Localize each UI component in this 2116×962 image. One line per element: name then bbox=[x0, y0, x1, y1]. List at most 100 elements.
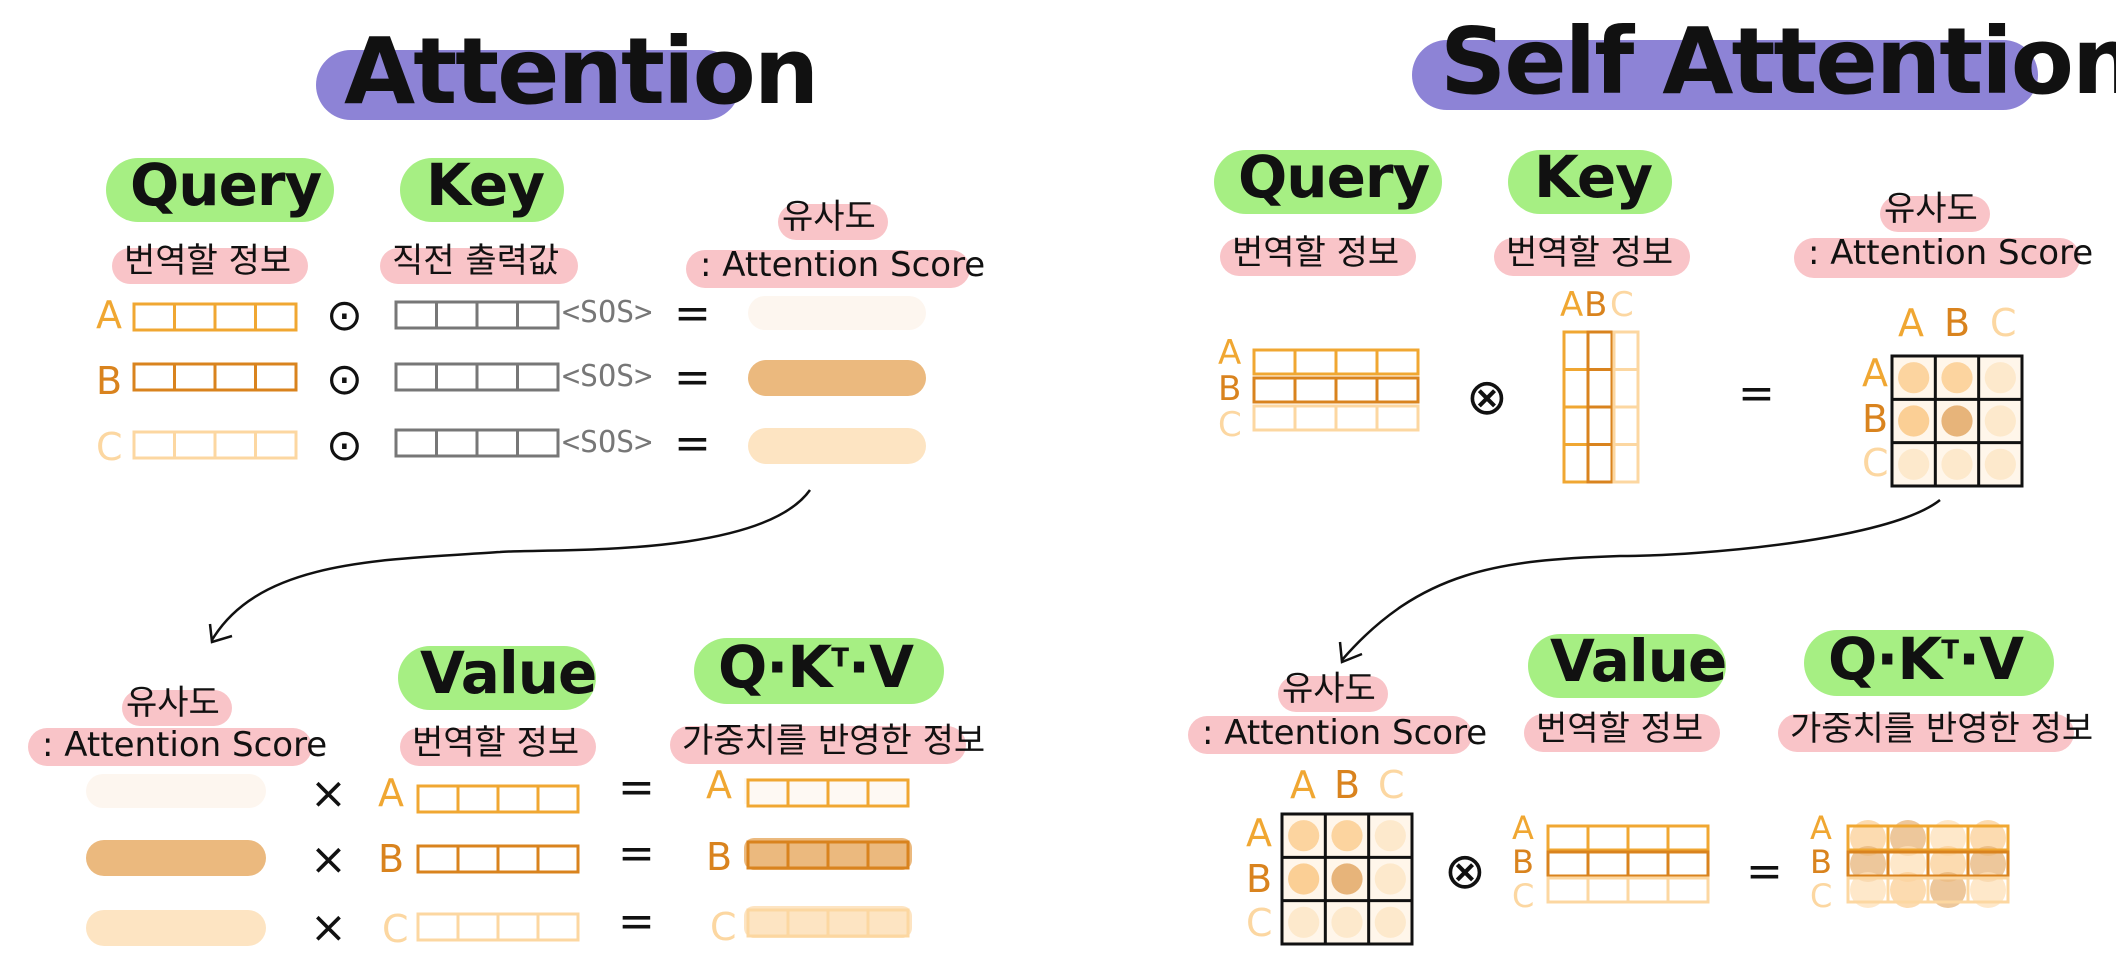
br-o-row-b: B bbox=[1810, 843, 1832, 881]
br-s-row-c: C bbox=[1246, 901, 1273, 945]
row-b-score-bar bbox=[748, 360, 926, 396]
bl-row-c-eq: = bbox=[618, 896, 655, 947]
row-c-sos-token: <SOS> bbox=[562, 425, 653, 460]
bl-qkv-highlight bbox=[694, 638, 944, 704]
sa-score-matrix-dot bbox=[1941, 405, 1973, 437]
sa-key-sub: 번역할 정보 bbox=[1506, 233, 1674, 273]
br-qkv-main: Q·K bbox=[1828, 625, 1942, 693]
br-v-row-b: B bbox=[1512, 843, 1534, 881]
bl-qkv-sub-highlight bbox=[670, 726, 966, 764]
sa-tensor-op: ⊗ bbox=[1466, 368, 1508, 426]
arrow-curve-right bbox=[1341, 499, 1941, 661]
bl-score-sub: : Attention Score bbox=[42, 725, 328, 765]
sa-score-top: 유사도 bbox=[1884, 189, 1978, 229]
sa-query-sub-highlight bbox=[1220, 238, 1416, 276]
row-a-equals: = bbox=[674, 288, 711, 339]
br-output-dot bbox=[1850, 820, 1886, 856]
score-sub: : Attention Score bbox=[700, 245, 986, 285]
br-qkv-highlight bbox=[1804, 630, 2054, 696]
br-qkv-sub-highlight bbox=[1778, 714, 2074, 752]
br-output-dot bbox=[1970, 846, 2006, 882]
row-b-hadamard-op: ⊙ bbox=[326, 354, 363, 405]
br-score-sub: : Attention Score bbox=[1202, 713, 1488, 753]
br-v-row-a: A bbox=[1512, 809, 1534, 847]
br-score-matrix-dot bbox=[1288, 863, 1320, 895]
br-value-highlight bbox=[1528, 634, 1726, 698]
sa-score-matrix-dot bbox=[1984, 405, 2016, 437]
sa-s-col-a: A bbox=[1898, 301, 1924, 345]
bl-score-bar-b bbox=[86, 840, 266, 876]
self-attention-title-highlight bbox=[1412, 40, 2038, 110]
bl-qkv-tail: ·V bbox=[848, 633, 914, 701]
row-a-hadamard-op: ⊙ bbox=[326, 290, 363, 341]
score-top-highlight bbox=[778, 204, 888, 240]
sa-score-sub: : Attention Score bbox=[1808, 233, 2094, 273]
sa-k-col-c: C bbox=[1610, 285, 1634, 325]
bl-score-bar-a bbox=[86, 774, 266, 808]
key-highlight bbox=[400, 158, 564, 222]
sa-q-row-c: C bbox=[1218, 405, 1242, 445]
weighted-a-fill bbox=[744, 778, 908, 804]
br-score-matrix-dot bbox=[1288, 820, 1320, 852]
sa-s-col-c: C bbox=[1990, 301, 2017, 345]
sa-q-row-b: B bbox=[1218, 369, 1242, 409]
br-s-row-a: A bbox=[1246, 811, 1272, 855]
bl-row-b-label: B bbox=[378, 837, 405, 881]
br-o-row-c: C bbox=[1810, 877, 1833, 915]
sa-s-row-c: C bbox=[1862, 441, 1889, 485]
attention-title: Attention bbox=[344, 18, 819, 125]
bl-score-bar-c bbox=[86, 910, 266, 946]
bl-row-b-eq: = bbox=[618, 828, 655, 879]
bl-score-top-highlight bbox=[122, 690, 232, 726]
bl-qkv-main: Q·K bbox=[718, 633, 832, 701]
score-top: 유사도 bbox=[782, 197, 876, 237]
bl-value-sub-highlight bbox=[400, 728, 596, 766]
br-output-dot bbox=[1850, 872, 1886, 908]
bl-value-highlight bbox=[398, 646, 596, 710]
br-score-matrix-dot bbox=[1374, 820, 1406, 852]
key-sub: 직전 출력값 bbox=[392, 241, 560, 281]
row-a-score-bar bbox=[748, 296, 926, 330]
br-score-sub-highlight bbox=[1188, 716, 1472, 754]
br-output-dot bbox=[1930, 872, 1966, 908]
bl-out-a-label: A bbox=[706, 763, 732, 807]
attention-title-highlight bbox=[316, 50, 740, 120]
sa-s-row-a: A bbox=[1862, 351, 1888, 395]
br-score-matrix-dot bbox=[1374, 863, 1406, 895]
br-equals: = bbox=[1746, 846, 1783, 897]
bl-row-a-eq: = bbox=[618, 762, 655, 813]
br-value-sub: 번역할 정보 bbox=[1536, 709, 1704, 749]
sa-score-matrix-dot bbox=[1898, 448, 1930, 480]
br-tensor-op: ⊗ bbox=[1444, 842, 1486, 900]
key-label: Key bbox=[426, 151, 545, 219]
sa-key-highlight bbox=[1508, 150, 1672, 214]
arrow-head-left bbox=[208, 623, 233, 644]
self-attention-title: Self Attention bbox=[1440, 8, 2116, 115]
br-output-dot bbox=[1890, 846, 1926, 882]
sa-query-highlight bbox=[1214, 150, 1442, 214]
score-sub-highlight bbox=[686, 250, 970, 288]
br-score-matrix-dot bbox=[1374, 906, 1406, 938]
bl-row-b-mul: × bbox=[310, 834, 347, 885]
br-output-dot bbox=[1930, 846, 1966, 882]
bl-score-sub-highlight bbox=[28, 728, 312, 766]
sa-score-matrix-dot bbox=[1941, 362, 1973, 394]
sa-q-row-a: A bbox=[1218, 333, 1242, 373]
br-score-matrix-dot bbox=[1331, 820, 1363, 852]
arrow-curve-left bbox=[210, 489, 812, 641]
br-score-matrix-dot bbox=[1288, 906, 1320, 938]
query-sub-highlight bbox=[112, 248, 308, 284]
row-c-label: C bbox=[96, 425, 123, 469]
bl-qkv-sub: 가중치를 반영한 정보 bbox=[682, 721, 986, 761]
br-score-top-highlight bbox=[1278, 676, 1388, 712]
bl-qkv-label: Q·KT·V bbox=[718, 638, 914, 696]
br-qkv-sup: T bbox=[1941, 635, 1959, 666]
sa-k-col-a: A bbox=[1560, 285, 1584, 325]
br-s-col-b: B bbox=[1334, 763, 1361, 807]
sa-score-sub-highlight bbox=[1794, 238, 2080, 278]
bl-out-b-label: B bbox=[706, 835, 733, 879]
bl-value-sub: 번역할 정보 bbox=[412, 723, 580, 763]
query-sub: 번역할 정보 bbox=[124, 241, 292, 281]
key-sub-highlight bbox=[380, 248, 578, 284]
